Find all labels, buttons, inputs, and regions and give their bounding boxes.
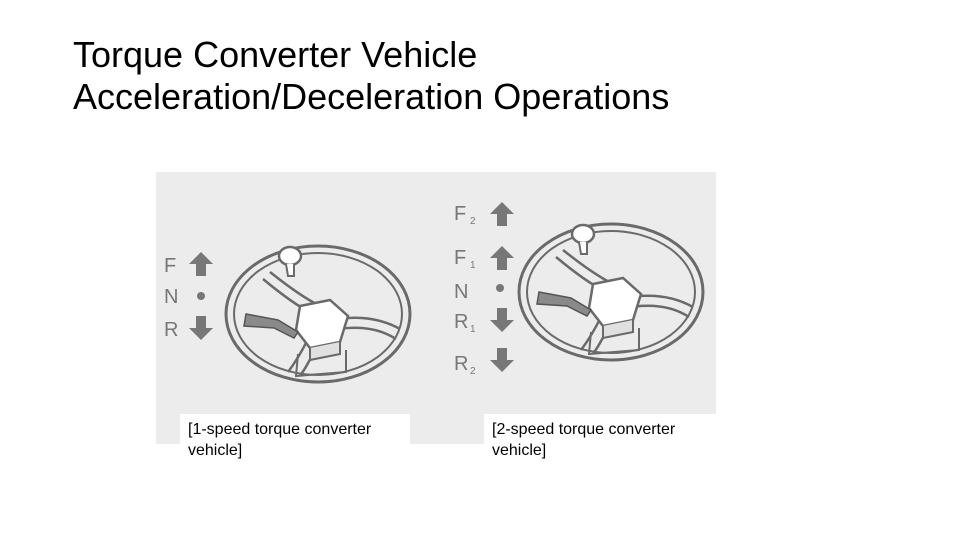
- neutral-dot-icon: [496, 284, 504, 292]
- caption-2-line2: vehicle]: [492, 442, 547, 459]
- slide-title-line2: Acceleration/Deceleration Operations: [73, 76, 670, 117]
- caption-2-line1: [2-speed torque converter: [492, 421, 676, 438]
- down-arrow-icon: [490, 308, 514, 332]
- down-arrow-icon: [189, 316, 213, 340]
- label-reverse2: R: [454, 353, 468, 375]
- up-arrow-icon: [189, 252, 213, 276]
- up-arrow-icon: [490, 202, 514, 226]
- steering-wheel-icon-1: [224, 244, 412, 384]
- label-forward-1: F: [164, 255, 176, 277]
- label-neutral-1: N: [164, 286, 178, 308]
- label-neutral-2: N: [454, 281, 468, 303]
- caption-2-speed: [2-speed torque converter vehicle]: [484, 414, 716, 471]
- label-forward1: F: [454, 247, 466, 269]
- slide-title: Torque Converter Vehicle Acceleration/De…: [73, 34, 669, 118]
- neutral-dot-icon: [197, 292, 205, 300]
- caption-1-line2: vehicle]: [188, 442, 243, 459]
- down-arrow-icon: [490, 348, 514, 372]
- figure-panel: F N R F 2 F 1 N R 1 R 2: [156, 172, 716, 444]
- label-reverse-1: R: [164, 319, 178, 341]
- label-forward1-sub: 1: [470, 260, 476, 271]
- label-reverse1-sub: 1: [470, 324, 476, 335]
- caption-1-line1: [1-speed torque converter: [188, 421, 372, 438]
- steering-wheel-icon-2: [517, 222, 705, 362]
- label-reverse1: R: [454, 311, 468, 333]
- label-forward2-sub: 2: [470, 216, 476, 227]
- up-arrow-icon: [490, 246, 514, 270]
- caption-1-speed: [1-speed torque converter vehicle]: [180, 414, 410, 471]
- slide-title-line1: Torque Converter Vehicle: [73, 34, 478, 75]
- label-reverse2-sub: 2: [470, 366, 476, 377]
- shift-diagrams: F N R F 2 F 1 N R 1 R 2: [164, 202, 705, 384]
- label-forward2: F: [454, 203, 466, 225]
